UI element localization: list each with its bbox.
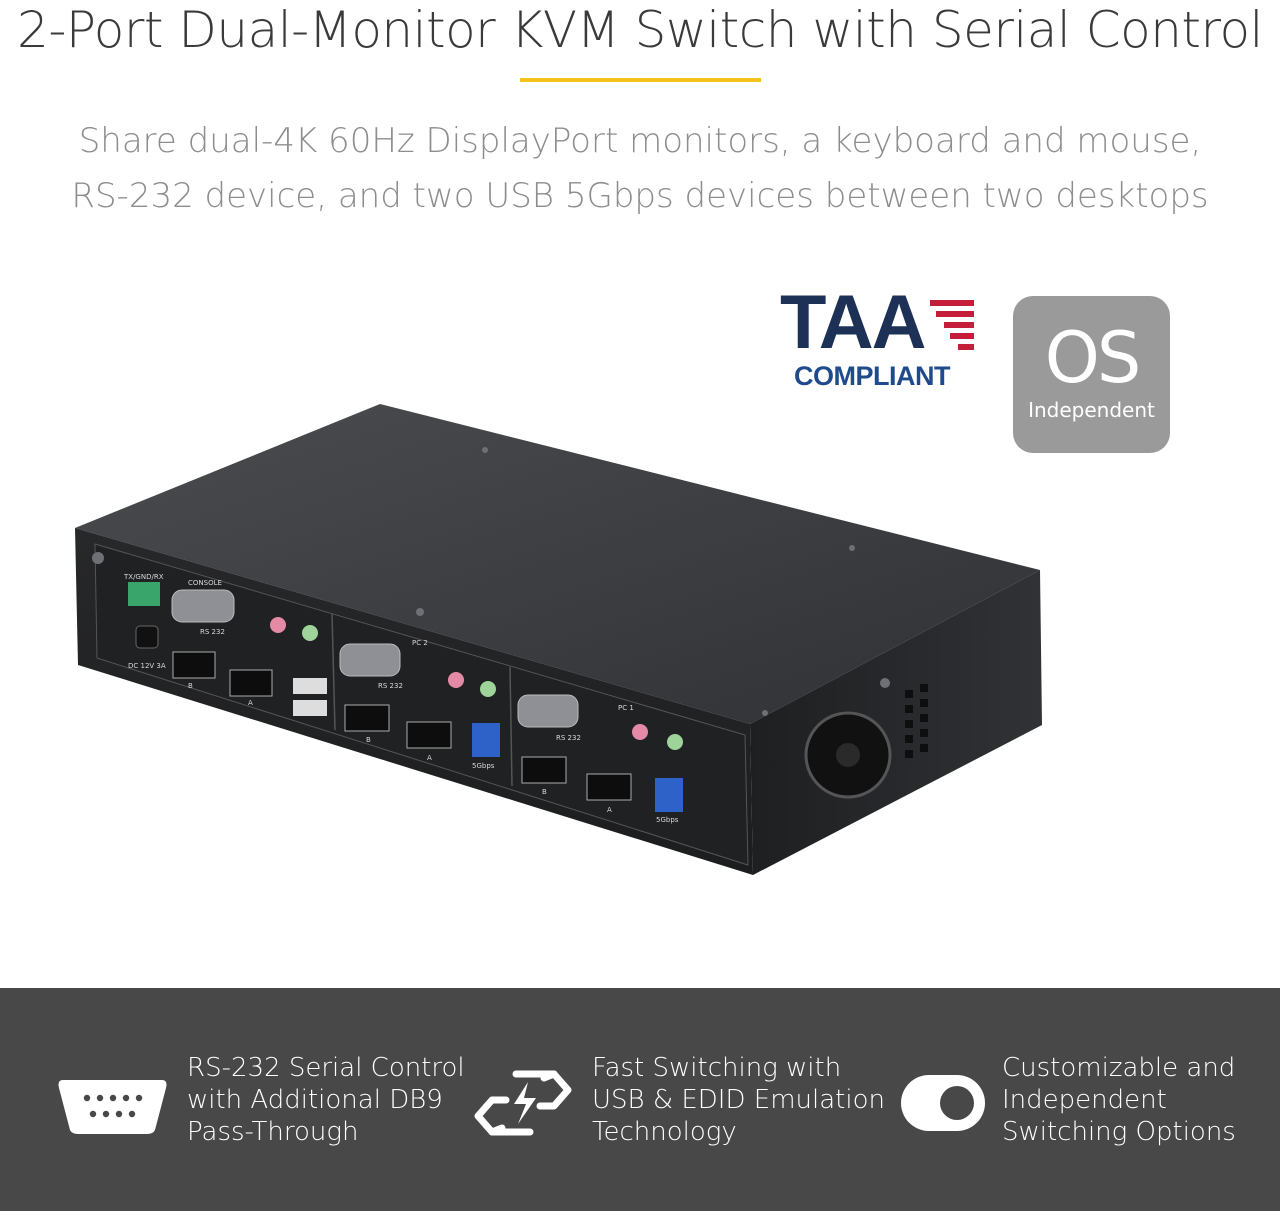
label-pc2-speed: 5Gbps [472,762,495,770]
pc1-mic-in [667,734,683,750]
title-accent-rule [520,78,761,82]
device-side-panel [750,570,1042,875]
label-dc-power: DC 12V 3A [128,662,166,670]
pc1-audio-out [632,724,648,740]
taa-wordmark: TAA [780,280,927,365]
label-console-b: B [188,682,193,690]
pc1-usb-b-port [655,778,683,812]
console-db9-port [171,589,235,623]
feature-fast-line-3: Technology [592,1117,737,1147]
console-displayport-b [172,651,216,679]
pc1-db9-port [517,694,579,728]
serial-terminal-block [128,582,160,606]
feature-serial-line-2: with Additional DB9 [187,1085,443,1115]
label-pc2-b: B [366,736,371,744]
os-badge-main: OS [1044,317,1142,399]
label-console: CONSOLE [188,579,222,587]
toggle-switch-icon [901,1075,985,1131]
pc2-mic-in [480,681,496,697]
label-pc1-speed: 5Gbps [656,816,679,824]
os-badge-label: Independent [1028,398,1155,422]
feature-custom-text: Customizable and Independent Switching O… [1002,1052,1236,1148]
feature-serial-line-1: RS-232 Serial Control [187,1053,465,1083]
page-subtitle: Share dual-4K 60Hz DisplayPort monitors,… [40,114,1240,224]
pc2-displayport-a [406,721,452,749]
console-audio-out [270,617,286,633]
side-vents [905,684,928,758]
page-title: 2-Port Dual-Monitor KVM Switch with Seri… [17,1,1263,59]
taa-compliant-label: COMPLIANT [794,361,950,391]
dc-power-jack [135,625,159,649]
taa-flag-stripes-icon [930,300,974,350]
pc1-displayport-a [586,773,632,801]
os-independent-badge: OS Independent [1013,296,1170,453]
label-pc2-a: A [427,754,432,762]
feature-custom-line-3: Switching Options [1002,1117,1236,1147]
console-mic-in [302,625,318,641]
feature-fast-line-2: USB & EDID Emulation [592,1085,885,1115]
taa-compliant-logo: TAA COMPLIANT [780,280,975,402]
feature-custom-line-2: Independent [1002,1085,1167,1115]
label-console-a: A [248,699,253,707]
label-console-rs232: RS 232 [200,628,225,636]
subtitle-line-2: RS-232 device, and two USB 5Gbps devices… [71,176,1209,216]
pc2-displayport-b [344,704,390,732]
pc2-audio-out [448,672,464,688]
label-serial-header: TX/GND/RX [123,573,164,581]
pc1-displayport-b [521,756,567,784]
fast-switch-icon [474,1070,572,1136]
console-usb-port-2 [293,700,327,716]
console-usb-port-1 [293,678,327,694]
label-pc1-a: A [607,806,612,814]
feature-serial-text: RS-232 Serial Control with Additional DB… [187,1052,465,1148]
feature-fast-line-1: Fast Switching with [592,1053,842,1083]
device-port-plate [94,543,749,866]
label-pc2: PC 2 [412,639,428,647]
label-pc1: PC 1 [618,704,634,712]
feature-custom-line-1: Customizable and [1002,1053,1236,1083]
console-displayport-a [229,669,273,697]
feature-fast-text: Fast Switching with USB & EDID Emulation… [592,1052,885,1148]
label-pc2-rs232: RS 232 [378,682,403,690]
label-pc1-rs232: RS 232 [556,734,581,742]
device-top-panel [75,404,1040,724]
subtitle-line-1: Share dual-4K 60Hz DisplayPort monitors,… [78,121,1202,161]
db9-serial-icon [58,1080,167,1134]
label-pc1-b: B [542,788,547,796]
feature-serial-line-3: Pass-Through [187,1117,359,1147]
pc2-usb-b-port [472,723,500,757]
feature-band: RS-232 Serial Control with Additional DB… [0,988,1280,1211]
pc2-db9-port [339,643,401,677]
kvm-switch-product-image: TX/GND/RX CONSOLE RS 232 DC 12V 3A B A P… [75,404,1042,875]
